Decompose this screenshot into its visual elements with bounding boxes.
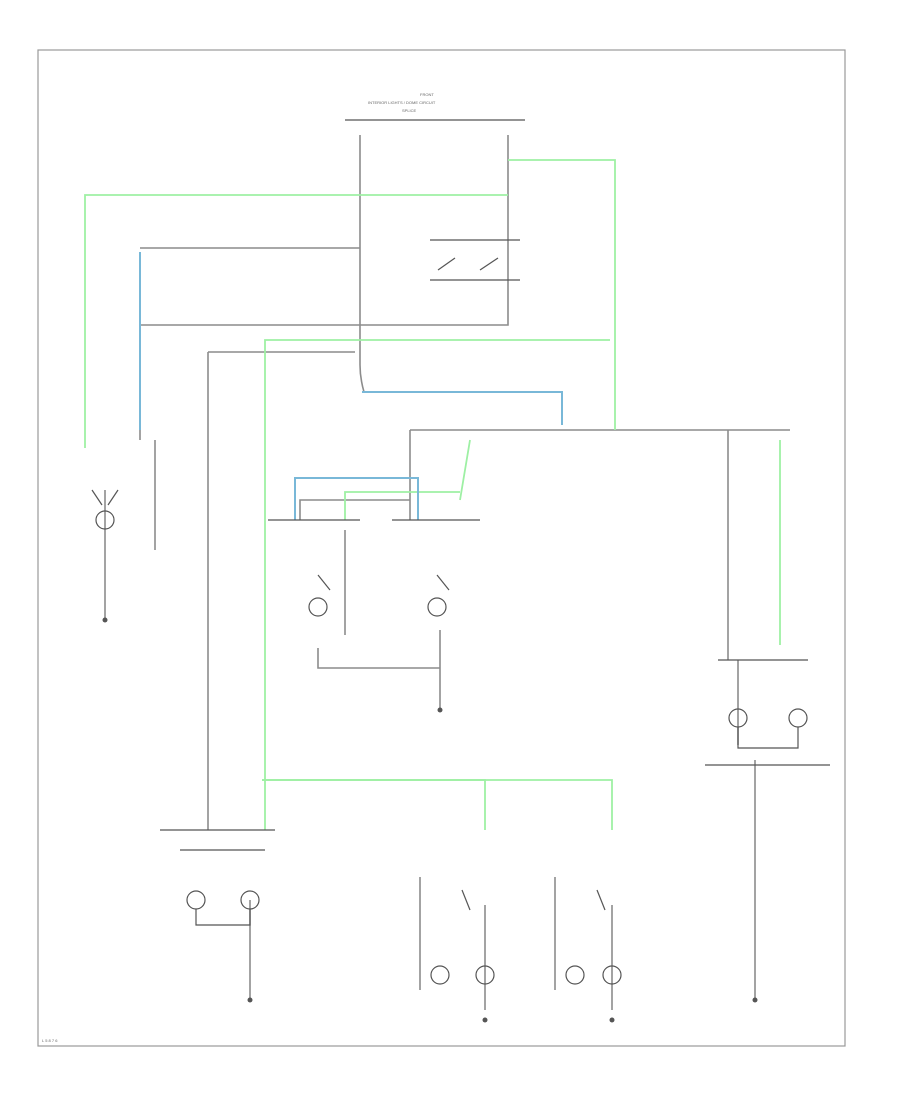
door-switch-block (430, 239, 520, 281)
green-wires (84, 159, 781, 830)
lamp-bulb-icon (430, 965, 450, 985)
header-label-2: INTERIOR LIGHTS / DOME CIRCUIT (368, 100, 436, 105)
left-cargo-lamp (91, 489, 119, 623)
lamp-bulb-icon (186, 890, 206, 910)
control-module-header: FRONT INTERIOR LIGHTS / DOME CIRCUIT SPL… (345, 92, 525, 121)
lower-left-lamp-assembly (160, 829, 275, 1003)
ground-icon (247, 997, 253, 1003)
footer-code: L 5 8 7 6 (42, 1038, 58, 1043)
ground-icon (102, 617, 108, 623)
lower-switches (430, 889, 622, 1023)
lamp-bulb-icon (565, 965, 585, 985)
lamp-bulb-icon (95, 510, 115, 530)
header-label-3: SPLICE (402, 108, 417, 113)
lamp-bulb-icon (427, 597, 447, 617)
lamp-bulb-icon (475, 965, 495, 985)
ground-icon (482, 1017, 488, 1023)
lamp-bulb-icon (788, 708, 808, 728)
center-lamps (268, 519, 480, 713)
lamp-bulb-icon (308, 597, 328, 617)
ground-icon (609, 1017, 615, 1023)
ground-icon (752, 997, 758, 1003)
gray-wires (104, 135, 790, 1010)
diagram-frame (37, 49, 846, 1047)
header-label-1: FRONT (420, 92, 434, 97)
right-lamp-assembly (705, 659, 830, 1003)
ground-icon (437, 707, 443, 713)
blue-wires (139, 252, 563, 520)
lamp-bulb-icon (602, 965, 622, 985)
